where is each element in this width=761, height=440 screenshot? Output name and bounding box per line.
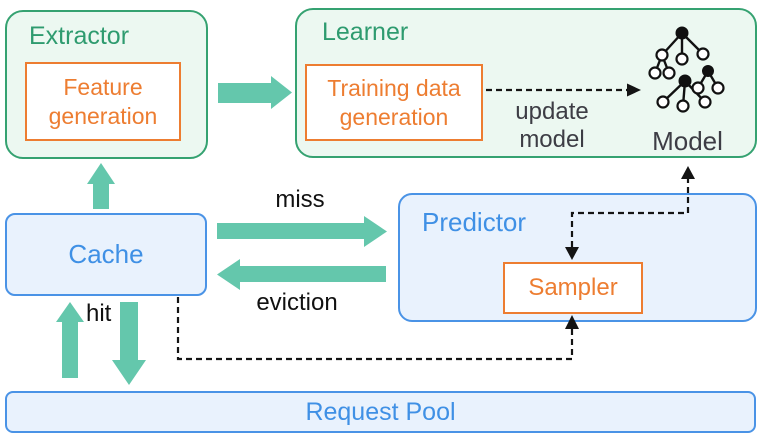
hit-label: hit — [86, 300, 112, 327]
request-pool-title: Request Pool — [305, 397, 456, 426]
model-tree-icon — [648, 26, 725, 113]
extractor-to-learner-arrow — [218, 76, 292, 109]
hit-arrow — [56, 302, 84, 378]
model-label: Model — [652, 126, 723, 156]
eviction-label: eviction — [256, 289, 338, 316]
predictor-title: Predictor — [422, 207, 527, 237]
eviction-arrow — [217, 259, 386, 290]
extractor-title: Extractor — [29, 22, 130, 50]
miss-arrow — [217, 216, 387, 247]
cache-to-extractor-arrow — [87, 163, 115, 209]
training-data-generation-box: Training data generation — [305, 64, 483, 141]
training-data-generation-label: Training data generation — [327, 74, 461, 130]
cache-box: Cache — [5, 213, 207, 296]
sampler-label: Sampler — [528, 274, 618, 301]
learner-title: Learner — [322, 18, 409, 46]
sampler-box: Sampler — [503, 262, 643, 314]
miss-label: miss — [275, 186, 325, 213]
feature-generation-box: Feature generation — [25, 62, 181, 141]
feature-generation-label: Feature generation — [48, 73, 158, 129]
update-model-label: update model — [515, 98, 589, 153]
request-pool-box: Request Pool — [5, 391, 756, 433]
cache-title: Cache — [68, 239, 144, 269]
